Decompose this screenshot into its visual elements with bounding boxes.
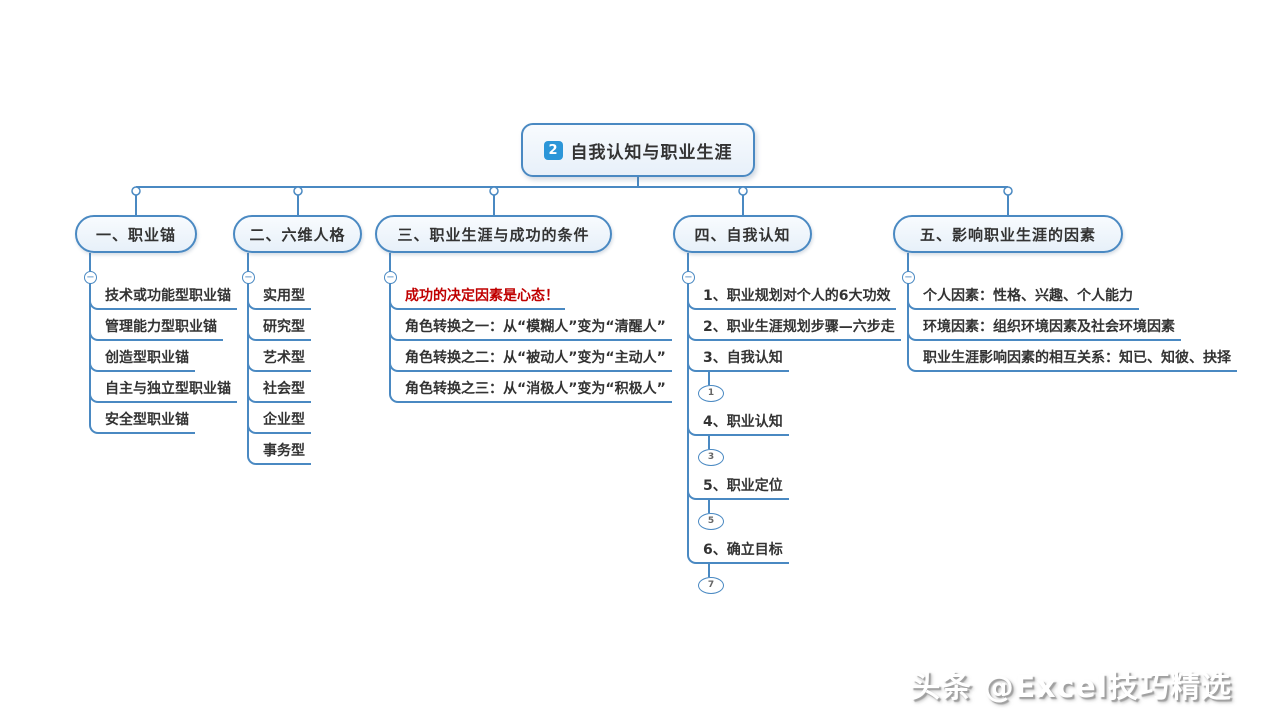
minus-collapse-icon[interactable]: − bbox=[902, 271, 915, 284]
sub-topic-list: 技术或功能型职业锚管理能力型职业锚创造型职业锚自主与独立型职业锚安全型职业锚 bbox=[75, 253, 237, 434]
minus-collapse-icon[interactable]: − bbox=[384, 271, 397, 284]
pill-connector-row: 7 bbox=[697, 564, 812, 597]
minus-collapse-icon[interactable]: − bbox=[682, 271, 695, 284]
branch-trunk-line bbox=[247, 253, 249, 453]
sub-topic[interactable]: 4、职业认知 bbox=[687, 405, 789, 436]
branch-topic-node[interactable]: 二、六维人格 bbox=[233, 215, 362, 253]
numbered-sub-node[interactable]: 1 bbox=[698, 385, 724, 402]
sub-topic[interactable]: 管理能力型职业锚 bbox=[89, 310, 223, 341]
sub-topic[interactable]: 研究型 bbox=[247, 310, 311, 341]
branch-topic-node[interactable]: 一、职业锚 bbox=[75, 215, 197, 253]
sub-topic[interactable]: 实用型 bbox=[247, 279, 311, 310]
sub-topic[interactable]: 角色转换之三：从“消极人”变为“积极人” bbox=[389, 372, 672, 403]
sub-topic[interactable]: 成功的决定因素是心态！ bbox=[389, 279, 565, 310]
sub-topic[interactable]: 技术或功能型职业锚 bbox=[89, 279, 237, 310]
sub-topic-list: 个人因素：性格、兴趣、个人能力环境因素：组织环境因素及社会环境因素职业生涯影响因… bbox=[893, 253, 1237, 372]
sub-topic[interactable]: 创造型职业锚 bbox=[89, 341, 195, 372]
minus-collapse-icon[interactable]: − bbox=[84, 271, 97, 284]
branch-topic-node[interactable]: 三、职业生涯与成功的条件 bbox=[375, 215, 612, 253]
sub-topic[interactable]: 角色转换之二：从“被动人”变为“主动人” bbox=[389, 341, 672, 372]
sub-topic[interactable]: 社会型 bbox=[247, 372, 311, 403]
sub-topic[interactable]: 事务型 bbox=[247, 434, 311, 465]
sub-topic[interactable]: 职业生涯影响因素的相互关系：知已、知彼、抉择 bbox=[907, 341, 1237, 372]
sub-topic[interactable]: 3、自我认知 bbox=[687, 341, 789, 372]
branch-trunk-line bbox=[687, 253, 689, 552]
sub-topic-list: 成功的决定因素是心态！角色转换之一：从“模糊人”变为“清醒人”角色转换之二：从“… bbox=[375, 253, 672, 403]
sub-topic[interactable]: 安全型职业锚 bbox=[89, 403, 195, 434]
minus-collapse-icon[interactable]: − bbox=[242, 271, 255, 284]
sub-topic[interactable]: 1、职业规划对个人的6大功效 bbox=[686, 279, 897, 310]
sub-topic[interactable]: 艺术型 bbox=[247, 341, 311, 372]
numbered-sub-node[interactable]: 3 bbox=[698, 449, 724, 466]
sub-topic-list: 实用型研究型艺术型社会型企业型事务型 bbox=[233, 253, 362, 465]
sub-topic[interactable]: 6、确立目标 bbox=[687, 533, 789, 564]
sub-topic[interactable]: 企业型 bbox=[247, 403, 311, 434]
sub-topic[interactable]: 2、职业生涯规划步骤—六步走 bbox=[687, 310, 901, 341]
branch-3: −三、职业生涯与成功的条件成功的决定因素是心态！角色转换之一：从“模糊人”变为“… bbox=[375, 215, 672, 403]
branch-topic-node[interactable]: 四、自我认知 bbox=[673, 215, 812, 253]
sub-topic[interactable]: 角色转换之一：从“模糊人”变为“清醒人” bbox=[389, 310, 672, 341]
sub-topic[interactable]: 个人因素：性格、兴趣、个人能力 bbox=[907, 279, 1139, 310]
root-topic-node[interactable]: 2 自我认知与职业生涯 bbox=[521, 123, 755, 177]
branch-5: −五、影响职业生涯的因素个人因素：性格、兴趣、个人能力环境因素：组织环境因素及社… bbox=[893, 215, 1237, 372]
sub-topic[interactable]: 自主与独立型职业锚 bbox=[89, 372, 237, 403]
branch-topic-node[interactable]: 五、影响职业生涯的因素 bbox=[893, 215, 1123, 253]
branch-1: −一、职业锚技术或功能型职业锚管理能力型职业锚创造型职业锚自主与独立型职业锚安全… bbox=[75, 215, 237, 434]
branch-trunk-line bbox=[389, 253, 391, 391]
sub-topic[interactable]: 5、职业定位 bbox=[687, 469, 789, 500]
numbered-sub-node[interactable]: 5 bbox=[698, 513, 724, 530]
pill-connector-row: 1 bbox=[697, 372, 812, 405]
watermark-text: 头条 @Excel技巧精选 bbox=[910, 670, 1232, 705]
pill-connector-row: 3 bbox=[697, 436, 812, 469]
sub-topic[interactable]: 环境因素：组织环境因素及社会环境因素 bbox=[907, 310, 1181, 341]
numbered-sub-node[interactable]: 7 bbox=[698, 577, 724, 594]
root-topic-title: 自我认知与职业生涯 bbox=[570, 142, 733, 163]
priority-2-badge-icon: 2 bbox=[543, 140, 563, 160]
pill-connector-row: 5 bbox=[697, 500, 812, 533]
branch-2: −二、六维人格实用型研究型艺术型社会型企业型事务型 bbox=[233, 215, 362, 465]
